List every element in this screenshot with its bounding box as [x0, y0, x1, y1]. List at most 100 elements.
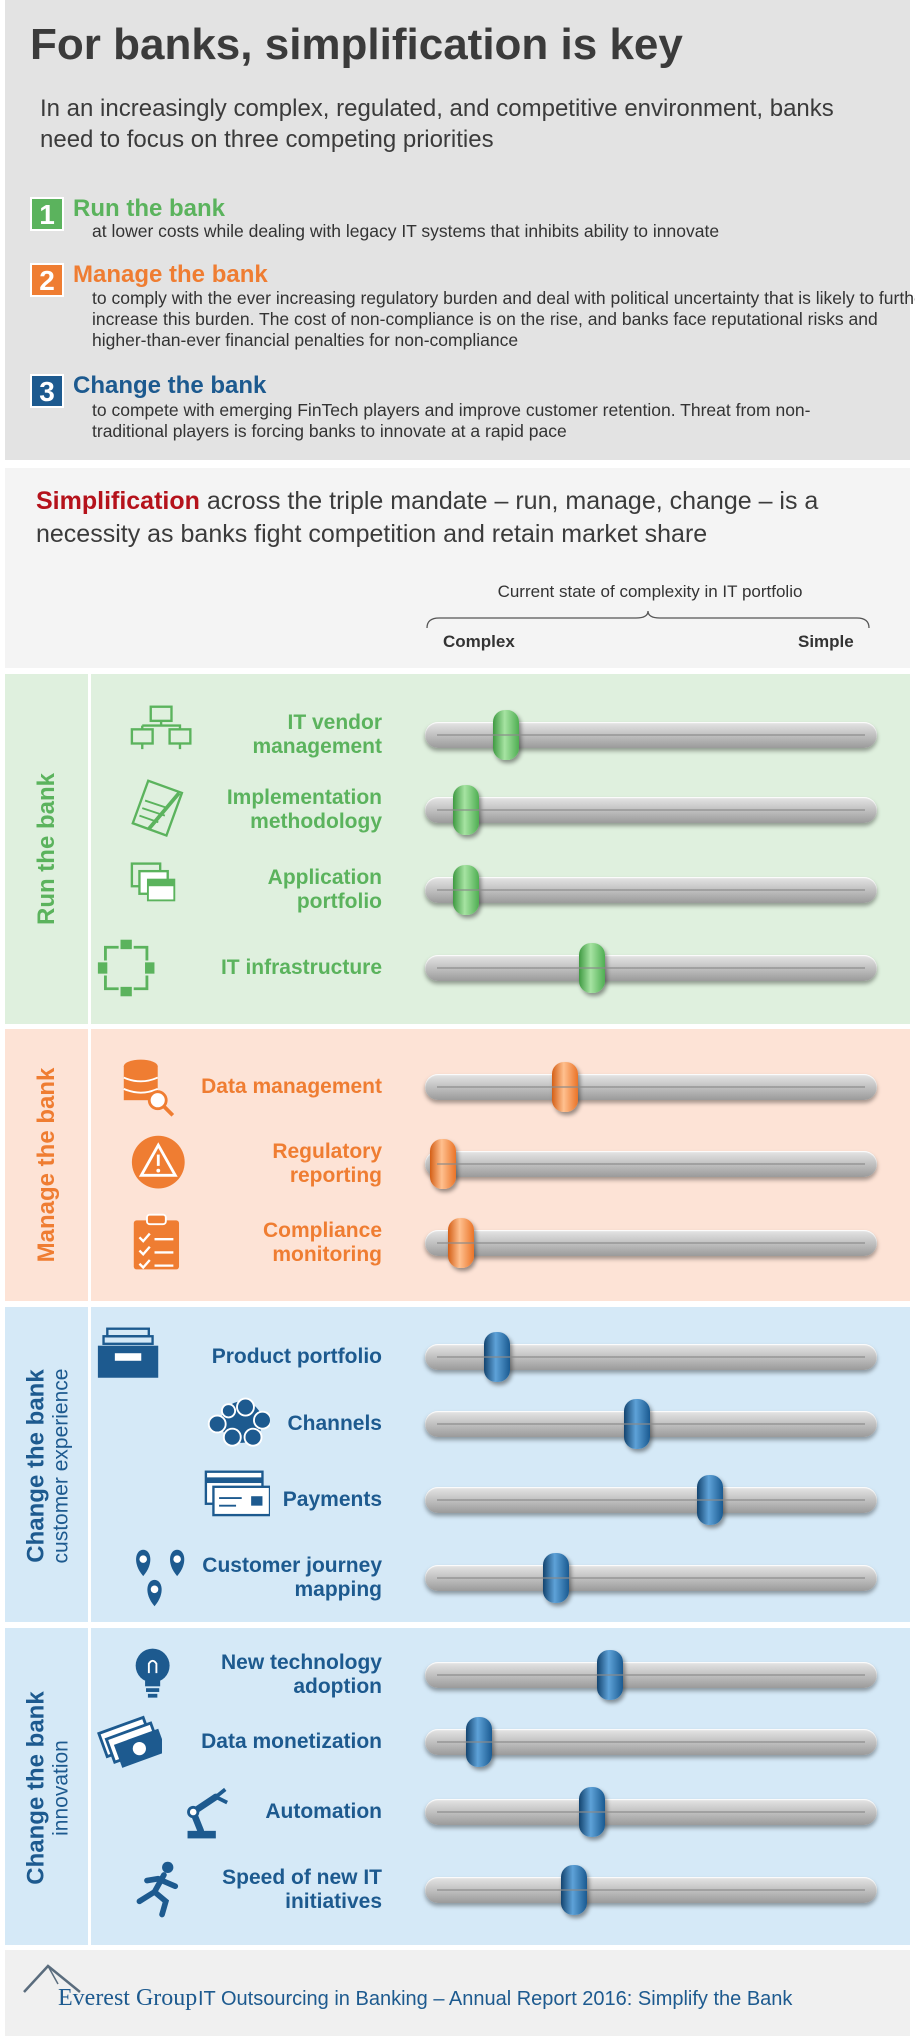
section-label: Run the bank: [33, 674, 61, 1024]
warning-triangle-icon: [130, 1132, 196, 1201]
row-label: Payments: [282, 1488, 382, 1511]
complexity-slider-knob: [543, 1553, 570, 1603]
complexity-slider-knob: [579, 943, 606, 993]
app-windows-icon: [130, 858, 196, 927]
simplification-statement: Simplification across the triple mandate…: [36, 485, 856, 551]
footer: [5, 1950, 910, 2036]
simplification-rest: across the triple mandate – run, manage,…: [36, 487, 819, 548]
complexity-slider-track: [425, 1218, 877, 1268]
channels-cluster-icon: [204, 1392, 272, 1461]
priority-number-2: 2: [30, 263, 64, 297]
row-label: IT vendor management: [252, 711, 382, 758]
axis-brace: [426, 610, 870, 629]
row-label: Channels: [287, 1412, 382, 1435]
clipboard-checklist-icon: [130, 1211, 196, 1280]
section-title: Manage the bank: [33, 1067, 60, 1263]
section-title: Change the bank: [22, 1368, 49, 1563]
section-title: Change the bank: [22, 1690, 49, 1885]
complexity-slider-knob: [466, 1717, 493, 1767]
payment-cards-icon: [204, 1468, 272, 1537]
complexity-slider-knob: [430, 1139, 457, 1189]
complexity-slider-knob: [452, 865, 479, 915]
row-label: Customer journey mapping: [202, 1554, 382, 1601]
simplification-keyword: Simplification: [36, 487, 200, 515]
row-label: IT infrastructure: [220, 956, 382, 979]
complexity-slider-track: [425, 1062, 877, 1112]
complexity-slider-track: [425, 943, 877, 993]
complexity-slider-track: [425, 1865, 877, 1915]
file-drawer-icon: [96, 1325, 162, 1394]
footer-brand: Everest Group: [58, 1985, 198, 2011]
section-side: [5, 1029, 91, 1301]
complexity-slider-knob: [493, 710, 520, 760]
axis-caption: Current state of complexity in IT portfo…: [497, 582, 803, 601]
axis-label-complex: Complex: [443, 632, 515, 651]
intro-panel: [5, 0, 910, 460]
axis-label-simple: Simple: [798, 632, 854, 651]
complexity-slider-track: [425, 1332, 877, 1382]
complexity-slider-track: [425, 1139, 877, 1189]
banknotes-icon: [96, 1710, 167, 1779]
complexity-slider-knob: [452, 785, 479, 835]
complexity-slider-knob: [552, 1062, 579, 1112]
complexity-slider-knob: [624, 1399, 651, 1449]
complexity-slider-track: [425, 865, 877, 915]
complexity-slider-track: [425, 1553, 877, 1603]
row-label: Compliance monitoring: [262, 1219, 382, 1266]
section-subtitle: innovation: [49, 1739, 72, 1836]
everest-logo-icon: [23, 1964, 81, 1993]
complexity-slider-track: [425, 1787, 877, 1837]
row-label: Application portfolio: [267, 866, 382, 913]
running-person-icon: [130, 1858, 196, 1927]
row-label: Product portfolio: [211, 1345, 382, 1368]
robot-arm-icon: [180, 1780, 246, 1849]
footer-text: IT Outsourcing in Banking – Annual Repor…: [198, 1988, 793, 2010]
section-subtitle: customer experience: [49, 1368, 72, 1563]
row-label: Speed of new IT initiatives: [222, 1866, 382, 1913]
page-title: For banks, simplification is key: [30, 20, 683, 69]
priority-number-3: 3: [30, 374, 64, 408]
complexity-slider-knob: [448, 1218, 475, 1268]
row-label: Data monetization: [201, 1730, 382, 1753]
row-label: Implementation methodology: [226, 786, 382, 833]
priority-desc: to compete with emerging FinTech players…: [92, 400, 811, 441]
row-label: Regulatory reporting: [272, 1140, 382, 1187]
priority-title: Manage the bank: [73, 261, 268, 288]
priority-title: Run the bank: [73, 195, 226, 222]
map-pins-icon: [130, 1546, 196, 1615]
section-side: [5, 1307, 91, 1622]
complexity-slider-track: [425, 710, 877, 760]
section-side: [5, 1628, 91, 1945]
priority-desc: to comply with the ever increasing regul…: [92, 288, 915, 350]
complexity-slider-knob: [597, 1650, 624, 1700]
complexity-slider-knob: [561, 1865, 588, 1915]
row-label: Data management: [201, 1075, 382, 1098]
complexity-slider-knob: [696, 1475, 723, 1525]
database-search-icon: [120, 1055, 186, 1124]
complexity-slider-knob: [579, 1787, 606, 1837]
row-label: New technology adoption: [220, 1651, 382, 1698]
lightbulb-icon: [130, 1643, 196, 1712]
row-label: Automation: [265, 1800, 382, 1823]
priority-desc: at lower costs while dealing with legacy…: [92, 221, 720, 241]
priority-number-1: 1: [30, 197, 64, 231]
section-label: Manage the bank: [33, 1029, 61, 1301]
network-computers-icon: [130, 703, 196, 772]
intro-text: In an increasingly complex, regulated, a…: [40, 95, 834, 153]
complexity-slider-track: [425, 1717, 877, 1767]
complexity-slider-track: [425, 1650, 877, 1700]
complexity-slider-track: [425, 785, 877, 835]
priority-title: Change the bank: [73, 372, 267, 399]
complexity-slider-track: [425, 1399, 877, 1449]
simplification-panel: [5, 468, 910, 668]
complexity-slider-track: [425, 1475, 877, 1525]
section-side: [5, 674, 91, 1024]
section-title: Run the bank: [33, 773, 60, 926]
infrastructure-nodes-icon: [96, 936, 162, 1005]
